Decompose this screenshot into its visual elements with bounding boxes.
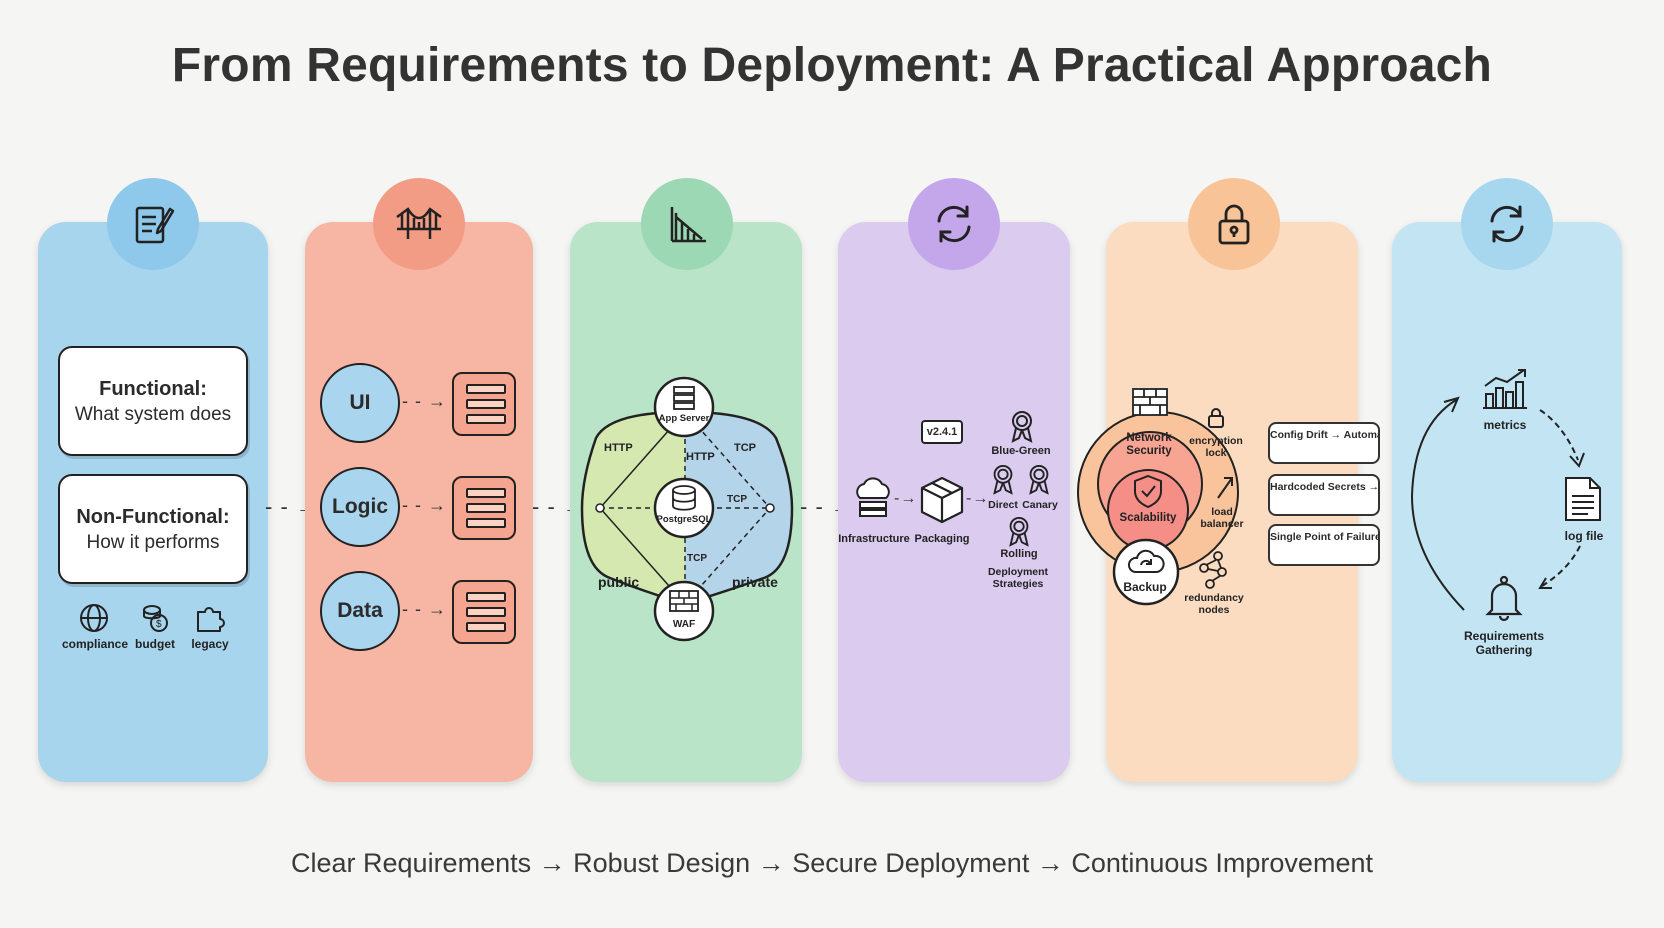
badge-architecture bbox=[641, 178, 733, 270]
ribbon-canary-icon bbox=[1029, 464, 1049, 495]
layer-data: Data bbox=[320, 571, 400, 651]
tcp-top-label: TCP bbox=[734, 442, 756, 454]
bell-icon bbox=[1485, 575, 1523, 622]
app-server-node bbox=[653, 376, 715, 438]
footer-summary: Clear Requirements → Robust Design → Sec… bbox=[291, 848, 1373, 878]
cloud-backup-icon bbox=[1127, 549, 1165, 573]
app-server-label: App Server bbox=[658, 413, 710, 424]
functional-desc: What system does bbox=[74, 404, 232, 425]
firewall-icon bbox=[653, 580, 715, 642]
redundancy-nodes-icon bbox=[1199, 551, 1227, 589]
log-file-label: log file bbox=[1564, 529, 1604, 543]
redundancy-label: redundancy nodes bbox=[1184, 592, 1244, 617]
load-balancer-icon bbox=[1217, 477, 1233, 499]
ribbon-direct-icon bbox=[993, 464, 1013, 495]
server-icon-ui bbox=[452, 372, 516, 436]
direct-label: Direct bbox=[988, 499, 1018, 511]
package-to-strategy-arrow: -→ bbox=[966, 490, 990, 507]
blue-green-label: Blue-Green bbox=[991, 445, 1051, 457]
version-tag: v2.4.1 bbox=[921, 420, 963, 444]
database-icon bbox=[653, 477, 715, 539]
private-zone-label: private bbox=[732, 574, 778, 590]
tcp-low-label: TCP bbox=[687, 553, 707, 564]
infrastructure-label: Infrastructure bbox=[838, 533, 910, 545]
package-box-icon bbox=[920, 476, 964, 524]
cloud-server-icon bbox=[856, 477, 890, 517]
small-lock-icon bbox=[1208, 408, 1224, 428]
encryption-label: encryption lock bbox=[1189, 435, 1243, 460]
metrics-label: metrics bbox=[1483, 418, 1527, 432]
puzzle-icon bbox=[197, 607, 225, 632]
badge-deployment bbox=[908, 178, 1000, 270]
layer-ui: UI bbox=[320, 363, 400, 443]
http-mid-label: HTTP bbox=[686, 451, 715, 463]
globe-icon bbox=[80, 604, 108, 632]
functional-title: Functional: bbox=[99, 378, 207, 400]
strategies-label: Deployment Strategies bbox=[987, 566, 1049, 591]
requirements-gathering-label: Requirements Gathering bbox=[1463, 629, 1545, 657]
metrics-chart-icon bbox=[1483, 369, 1527, 409]
budget-label: budget bbox=[135, 637, 175, 651]
legacy-label: legacy bbox=[191, 637, 229, 651]
network-security-label: Network Security bbox=[1126, 432, 1172, 458]
backup-label: Backup bbox=[1123, 580, 1167, 594]
firewall-brick-icon bbox=[1132, 388, 1168, 416]
coins-icon: $ bbox=[143, 605, 168, 632]
server-icon-data bbox=[452, 580, 516, 644]
badge-design bbox=[373, 178, 465, 270]
ribbon-blue-green-icon bbox=[1011, 411, 1033, 443]
nonfunctional-card: Non-Functional: How it performs bbox=[58, 474, 248, 584]
infra-to-package-arrow: -→ bbox=[894, 490, 918, 507]
feedback-loop-arrows bbox=[1410, 396, 1585, 611]
postgres-label: PostgreSQL bbox=[656, 514, 712, 525]
svg-text:$: $ bbox=[156, 619, 162, 630]
layer-arrow-ui: - - → bbox=[402, 391, 447, 411]
security-layers-diagram bbox=[1077, 411, 1239, 606]
shield-icon bbox=[1134, 474, 1162, 509]
cycle-icon bbox=[1490, 205, 1524, 243]
refresh-icon bbox=[937, 205, 971, 243]
scalability-label: Scalability bbox=[1119, 512, 1177, 524]
badge-requirements bbox=[107, 178, 199, 270]
chart-decline-icon bbox=[670, 207, 706, 243]
nonfunctional-desc: How it performs bbox=[86, 532, 220, 553]
note-single-point: Single Point of Failure → Redundancy bbox=[1268, 524, 1380, 566]
badge-security bbox=[1188, 178, 1280, 270]
document-edit-icon bbox=[135, 206, 175, 244]
canary-label: Canary bbox=[1022, 499, 1058, 511]
network-topology-diagram bbox=[580, 410, 794, 606]
public-zone-label: public bbox=[598, 574, 640, 590]
layer-arrow-logic: - - → bbox=[402, 495, 447, 515]
nonfunctional-title: Non-Functional: bbox=[76, 506, 230, 528]
http-left-label: HTTP bbox=[604, 442, 633, 454]
packaging-label: Packaging bbox=[914, 533, 970, 545]
functional-card: Functional: What system does bbox=[58, 346, 248, 456]
rolling-label: Rolling bbox=[1000, 548, 1038, 560]
compliance-label: compliance bbox=[62, 637, 129, 651]
server-icon-logic bbox=[452, 476, 516, 540]
lock-icon bbox=[1218, 204, 1250, 245]
note-hardcoded-secrets: Hardcoded Secrets → Secret Manager bbox=[1268, 474, 1380, 516]
page-title: From Requirements to Deployment: A Pract… bbox=[171, 39, 1493, 92]
log-file-icon bbox=[1565, 477, 1601, 521]
badge-improvement bbox=[1461, 178, 1553, 270]
ribbon-rolling-icon bbox=[1009, 516, 1029, 547]
load-balancer-label: load balancer bbox=[1200, 506, 1244, 531]
tcp-mid-label: TCP bbox=[727, 494, 747, 505]
layer-arrow-data: - - → bbox=[402, 599, 447, 619]
layer-logic: Logic bbox=[320, 467, 400, 547]
note-config-drift: Config Drift → Automation bbox=[1268, 422, 1380, 464]
waf-label: WAF bbox=[672, 619, 696, 630]
bridge-icon bbox=[396, 207, 442, 239]
